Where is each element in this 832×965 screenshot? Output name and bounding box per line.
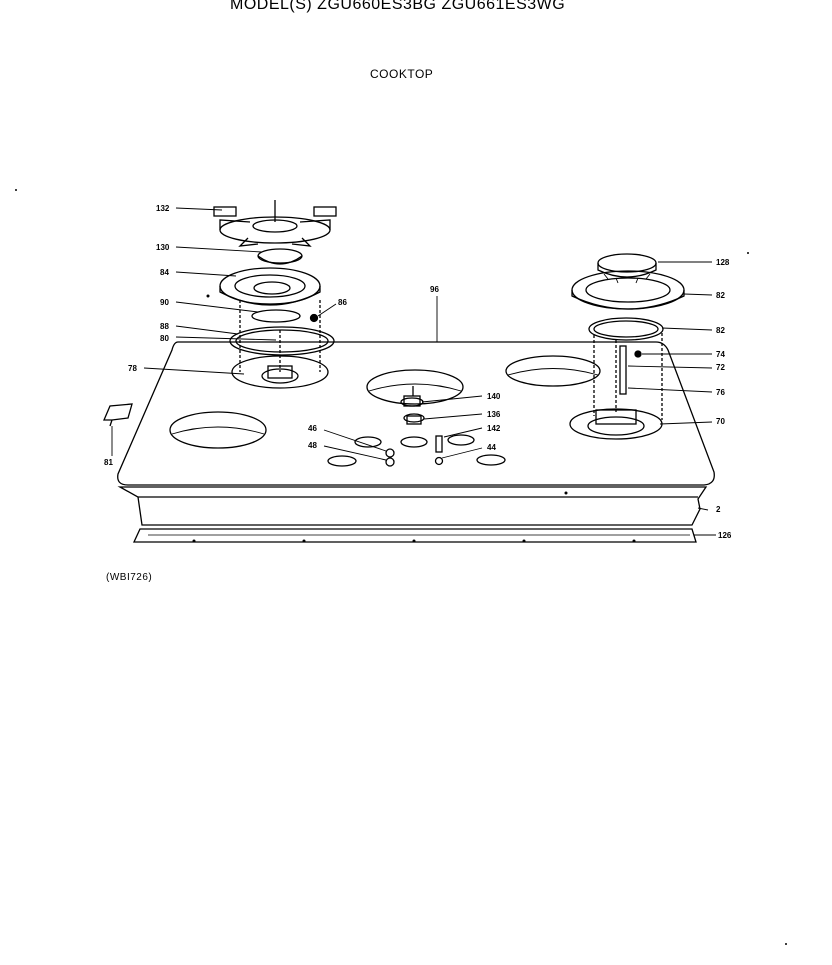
callout-90: 90: [160, 298, 169, 307]
callout-78: 78: [128, 364, 137, 373]
valve-hole: [354, 436, 382, 448]
callout-96: 96: [430, 285, 439, 294]
cooktop-panel: [117, 341, 715, 486]
bracket: [103, 403, 133, 427]
right-gasket-ring: [588, 317, 664, 341]
valve-hole: [400, 436, 428, 448]
callout-70: 70: [716, 417, 725, 426]
model-title: MODEL(S) ZGU660ES3BG ZGU661ES3WG: [230, 0, 566, 13]
callout-142: 142: [487, 424, 501, 433]
center-burner-parts: [385, 386, 444, 467]
callout-86: 86: [338, 298, 347, 307]
callout-46: 46: [308, 424, 317, 433]
fastener-dots: [15, 189, 787, 945]
callout-72: 72: [716, 363, 725, 372]
callout-88: 88: [160, 322, 169, 331]
burner-ring: [251, 309, 301, 323]
callout-48: 48: [308, 441, 317, 450]
burner-base: [231, 300, 329, 389]
callout-128: 128: [716, 258, 730, 267]
clip: [309, 313, 319, 323]
figure-id: (WBI726): [106, 572, 153, 583]
right-burner-head: [597, 253, 657, 284]
rear-right-opening: [505, 355, 601, 387]
center-opening: [366, 369, 464, 405]
callout-82-top: 82: [716, 291, 725, 300]
callout-2: 2: [716, 505, 721, 514]
callout-126: 126: [718, 531, 732, 540]
valve-hole: [476, 454, 506, 466]
callout-44: 44: [487, 443, 496, 452]
burner-grate: [213, 200, 337, 247]
right-burner-base: [569, 333, 663, 440]
bottom-gasket: [132, 528, 697, 543]
drip-pan: [219, 267, 321, 306]
callout-84: 84: [160, 268, 169, 277]
callout-80: 80: [160, 334, 169, 343]
front-trim: [117, 486, 708, 526]
callout-76: 76: [716, 388, 725, 397]
callout-130: 130: [156, 243, 170, 252]
callout-136: 136: [487, 410, 501, 419]
section-title: COOKTOP: [370, 67, 434, 81]
front-left-opening: [169, 411, 267, 449]
valve-hole: [327, 455, 357, 467]
valve-hole: [447, 434, 475, 446]
callout-81: 81: [104, 458, 113, 467]
callout-82-bottom: 82: [716, 326, 725, 335]
callout-140: 140: [487, 392, 501, 401]
callout-132: 132: [156, 204, 170, 213]
callout-74: 74: [716, 350, 725, 359]
leader-lines: [111, 207, 716, 536]
burner-cap: [257, 248, 303, 265]
gasket-ring: [229, 326, 335, 356]
right-drip-pan: [571, 270, 685, 310]
